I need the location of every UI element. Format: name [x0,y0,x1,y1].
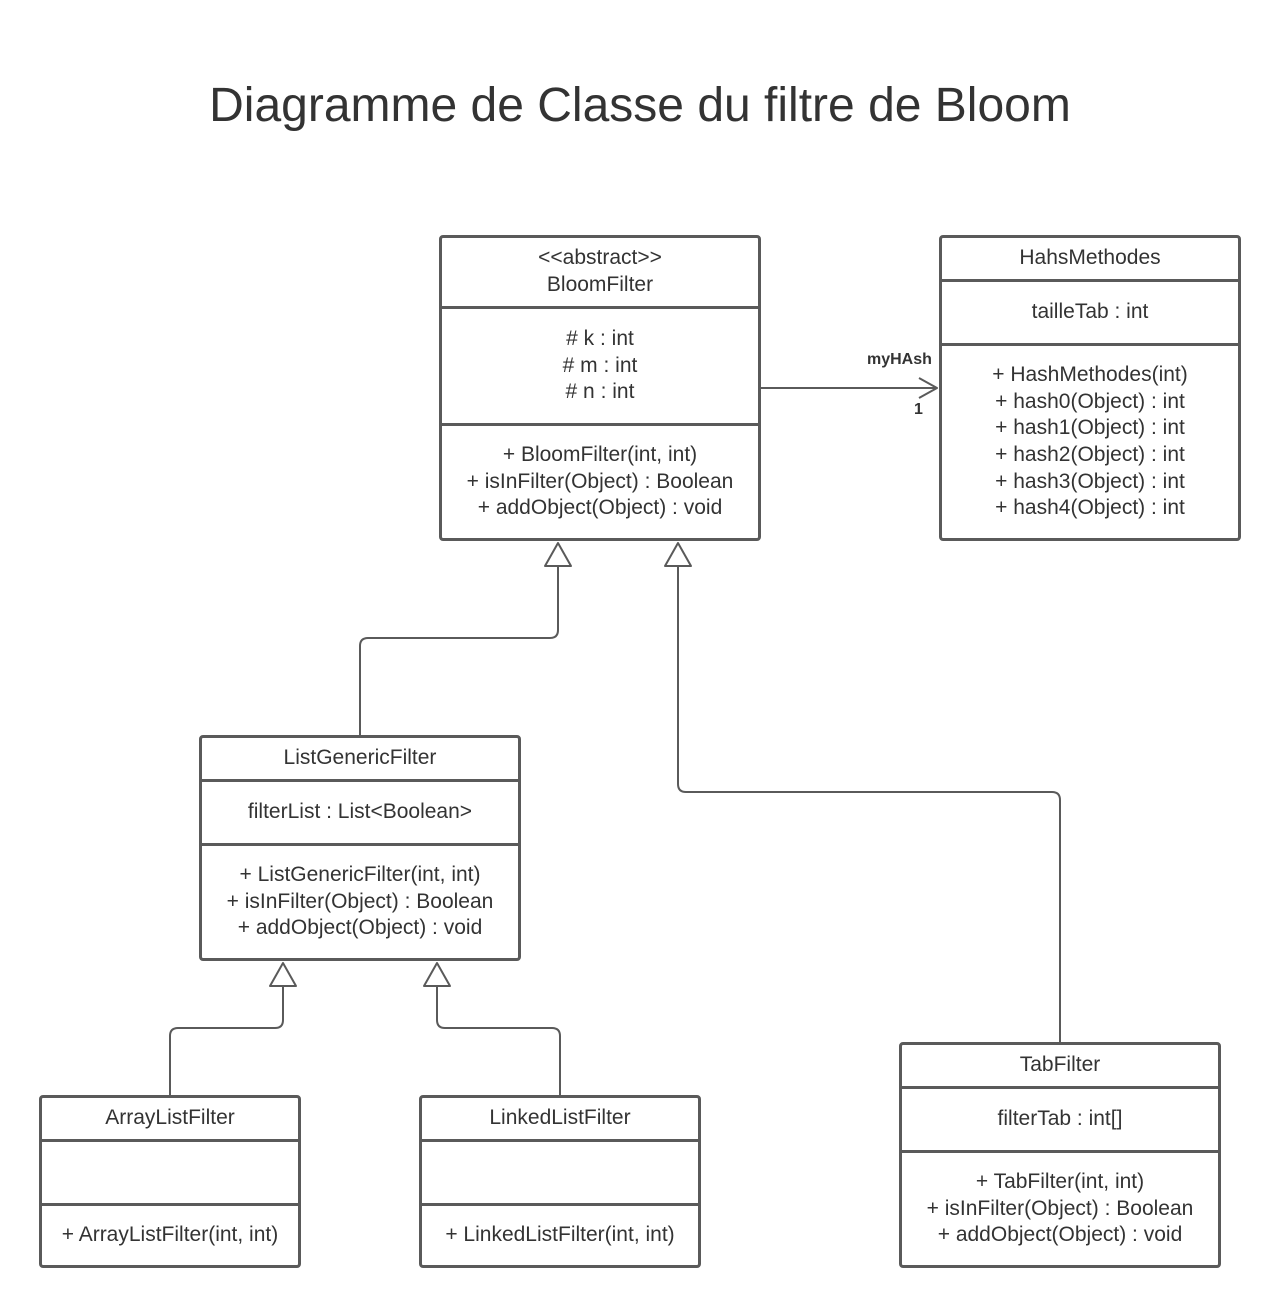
attribute-item: # k : int [566,326,634,350]
class-name: TabFilter [1019,1053,1101,1077]
class-divider [442,423,758,426]
method-item: + hash4(Object) : int [995,496,1185,520]
class-arraylistfilter: ArrayListFilter + ArrayListFilter(int, i… [39,1095,301,1268]
generalization-line-linkedlist-to-listgeneric [436,986,561,1096]
attribute-item: # m : int [562,353,638,377]
generalization-line-listgeneric-to-bloom [359,566,559,736]
association-arrow-head [918,377,938,399]
class-methods: + ArrayListFilter(int, int) [42,1206,298,1265]
class-hahsmethodes: HahsMethodes tailleTab : int + HashMetho… [939,235,1241,541]
method-item: + addObject(Object) : void [237,916,483,940]
class-name: HahsMethodes [1019,246,1161,270]
method-item: + isInFilter(Object) : Boolean [926,1196,1194,1220]
class-methods: + LinkedListFilter(int, int) [422,1206,698,1265]
method-item: + TabFilter(int, int) [975,1169,1145,1193]
method-item: + hash0(Object) : int [995,389,1185,413]
class-header: ArrayListFilter [42,1098,298,1139]
method-item: + BloomFilter(int, int) [502,442,698,466]
attribute-item: # n : int [565,380,635,404]
inheritance-triangle-bloom-right [664,542,692,567]
method-item: + hash1(Object) : int [995,416,1185,440]
attribute-item: filterTab : int[] [997,1107,1123,1131]
attribute-item: tailleTab : int [1031,300,1149,324]
class-name: BloomFilter [546,273,654,296]
class-divider [42,1203,298,1206]
method-item: + addObject(Object) : void [477,496,723,520]
class-attributes: # k : int # m : int # n : int [442,309,758,423]
class-divider [902,1150,1218,1153]
class-name: ArrayListFilter [105,1106,235,1130]
class-divider [442,306,758,309]
class-divider [902,1086,1218,1089]
class-header: LinkedListFilter [422,1098,698,1139]
method-item: + isInFilter(Object) : Boolean [226,889,494,913]
generalization-line-arraylist-to-listgeneric [169,986,284,1096]
class-divider [422,1203,698,1206]
class-attributes: tailleTab : int [942,282,1238,343]
method-item: + ArrayListFilter(int, int) [61,1223,279,1247]
method-item: + isInFilter(Object) : Boolean [466,469,734,493]
class-header: <<abstract>> BloomFilter [442,238,758,306]
class-divider [422,1139,698,1142]
class-attributes: filterList : List<Boolean> [202,782,518,843]
method-item: + hash2(Object) : int [995,443,1185,466]
class-name: ListGenericFilter [283,746,437,770]
class-methods: + BloomFilter(int, int) + isInFilter(Obj… [442,426,758,538]
method-item: + hash3(Object) : int [995,469,1185,493]
class-header: HahsMethodes [942,238,1238,279]
generalization-line-tab-to-bloom [677,566,1061,1043]
class-divider [942,343,1238,346]
attribute-item: filterList : List<Boolean> [247,800,473,824]
association-role-label: myHAsh [867,351,932,368]
inheritance-triangle-listgeneric-left [269,962,297,987]
class-divider [202,843,518,846]
class-name: LinkedListFilter [489,1106,631,1130]
class-attributes [42,1142,298,1203]
class-bloomfilter: <<abstract>> BloomFilter # k : int # m :… [439,235,761,541]
class-header: TabFilter [902,1045,1218,1086]
class-methods: + HashMethodes(int) + hash0(Object) : in… [942,346,1238,538]
method-item: + HashMethodes(int) [992,362,1188,386]
inheritance-triangle-listgeneric-right [423,962,451,987]
class-attributes: filterTab : int[] [902,1089,1218,1150]
class-methods: + ListGenericFilter(int, int) + isInFilt… [202,846,518,958]
class-divider [42,1139,298,1142]
method-item: + ListGenericFilter(int, int) [239,862,481,886]
class-tabfilter: TabFilter filterTab : int[] + TabFilter(… [899,1042,1221,1268]
association-multiplicity-label: 1 [914,401,923,418]
inheritance-triangle-bloom-left [544,542,572,567]
class-attributes [422,1142,698,1203]
method-item: + LinkedListFilter(int, int) [445,1223,675,1247]
class-divider [942,279,1238,282]
class-methods: + TabFilter(int, int) + isInFilter(Objec… [902,1153,1218,1265]
class-header: ListGenericFilter [202,738,518,779]
class-divider [202,779,518,782]
class-stereotype: <<abstract>> [538,246,662,270]
class-linkedlistfilter: LinkedListFilter + LinkedListFilter(int,… [419,1095,701,1268]
method-item: + addObject(Object) : void [937,1223,1183,1247]
diagram-title: Diagramme de Classe du filtre de Bloom [209,79,1071,132]
class-listgenericfilter: ListGenericFilter filterList : List<Bool… [199,735,521,961]
